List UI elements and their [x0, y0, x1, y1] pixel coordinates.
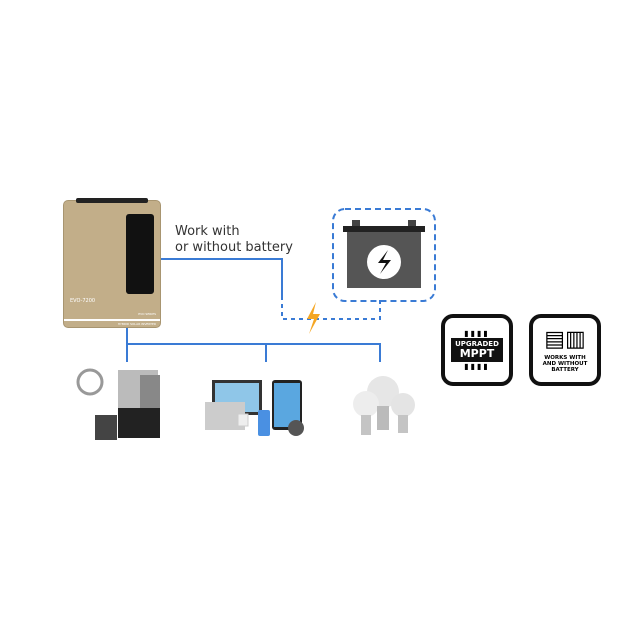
- badge-mppt-line1: UPGRADED: [455, 340, 499, 348]
- appliances-image: [76, 368, 160, 440]
- light-bulbs-image: [353, 376, 415, 435]
- battery-caption: Work with or without battery: [175, 224, 293, 256]
- electronics-image: [205, 380, 304, 436]
- load-lines: [126, 327, 381, 362]
- caption-line-2: or without battery: [175, 240, 293, 255]
- badge-battery-line3: BATTERY: [551, 366, 579, 373]
- chip-pins-icon: ▮▮▮▮: [464, 329, 490, 338]
- badge-battery-line2: AND WITHOUT: [542, 360, 588, 367]
- inverter-image: EVO-7200 HYBRID SOLAR INVERTER EVO SERIE…: [64, 198, 160, 327]
- batteries-icon: ▤▥: [544, 326, 586, 352]
- caption-line-1: Work with: [175, 224, 240, 239]
- battery-icon: [343, 220, 425, 288]
- inverter-display: [126, 214, 154, 294]
- battery-option-badge: ▤▥ WORKS WITH AND WITHOUT BATTERY: [529, 314, 601, 386]
- battery-frame: [332, 208, 436, 302]
- badge-mppt-line2: MPPT: [459, 347, 495, 360]
- inverter-model: EVO-7200: [70, 298, 96, 304]
- inverter-series: EVO SERIES: [138, 312, 156, 316]
- badge-battery-line1: WORKS WITH: [544, 354, 586, 361]
- lightning-bolt-icon: [307, 302, 320, 334]
- inverter-subtitle: HYBRID SOLAR INVERTER: [117, 322, 156, 326]
